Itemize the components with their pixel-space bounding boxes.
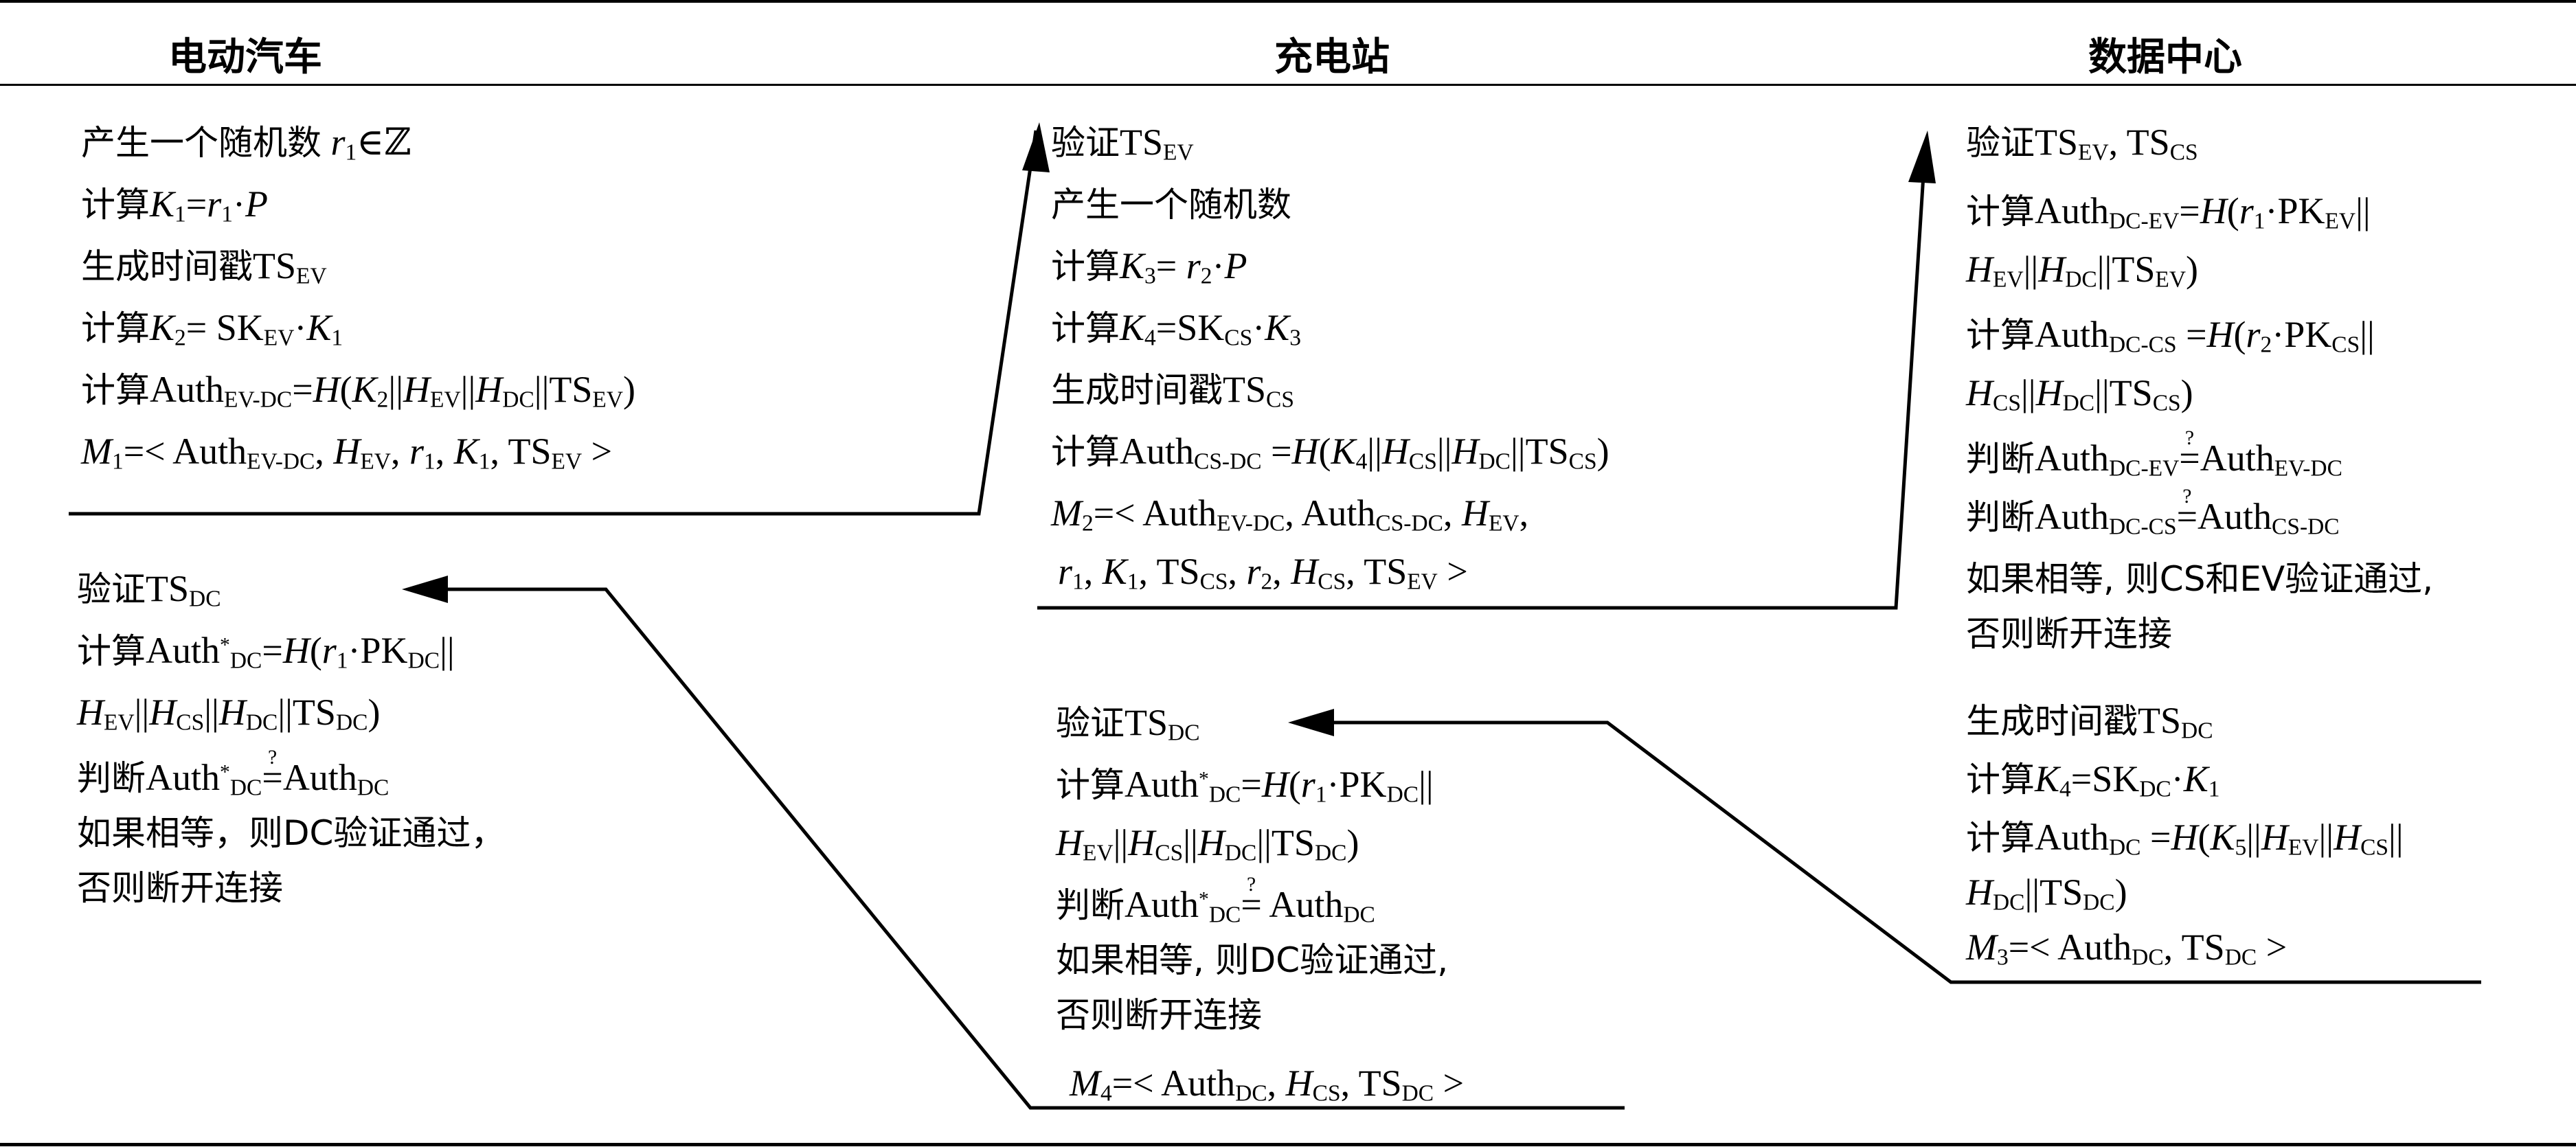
ev-step1-line1: 产生一个随机数 r1∈ℤ (81, 122, 411, 166)
dc-step2-line2: 计算K4=SKDC·K1 (1966, 758, 2220, 802)
arrow-m2-cs-to-dc (1037, 130, 1936, 610)
cs-step2-message-m4: M4=< AuthDC, HCS, TSDC > (1070, 1063, 1465, 1106)
dc-step2-line1: 生成时间戳TSDC (1966, 700, 2213, 744)
header-rule (0, 84, 2576, 86)
ev-step2-line6: 否则断开连接 (77, 868, 283, 908)
ev-step2-line1: 验证TSDC (77, 568, 221, 612)
dc-step1-line4: 计算AuthDC-CS =H(r2·PKCS|| (1966, 314, 2375, 358)
dc-step2-line4: HDC||TSDC) (1966, 872, 2127, 916)
cs-step2-line6: 否则断开连接 (1056, 995, 1262, 1035)
ev-step1-line3: 生成时间戳TSEV (81, 245, 327, 289)
dc-step2-line3: 计算AuthDC =H(K5||HEV||HCS|| (1966, 817, 2404, 861)
dc-step1-line6: 判断AuthDC-EV?=AuthEV-DC (1966, 427, 2342, 481)
arrow-m1-ev-to-cs (69, 122, 1050, 516)
cs-step2-line1: 验证TSDC (1056, 702, 1200, 746)
dc-step2-message-m3: M3=< AuthDC, TSDC > (1966, 927, 2287, 970)
cs-step1-line4: 计算K4=SKCS·K3 (1051, 307, 1301, 351)
dc-step1-line9: 否则断开连接 (1966, 614, 2172, 654)
header-dc: 数据中心 (2088, 35, 2242, 80)
cs-step1-line6: 计算AuthCS-DC =H(K4||HCS||HDC||TSCS) (1051, 431, 1609, 475)
ev-step2-line2: 计算Auth*DC=H(r1·PKDC|| (77, 630, 455, 674)
arrow-m4-cs-to-ev (402, 576, 1625, 1110)
top-rule (0, 0, 2576, 3)
ev-step2-line4: 判断Auth*DC?=AuthDC (77, 746, 389, 801)
cs-step1-line1: 验证TSEV (1051, 122, 1194, 166)
arrow-m3-dc-to-cs (1288, 709, 2481, 984)
ev-step2-line5: 如果相等，则DC验证通过， (77, 813, 506, 853)
cs-step1-line5: 生成时间戳TSCS (1051, 369, 1294, 413)
header-cs: 充电站 (1274, 35, 1390, 80)
ev-step1-line4: 计算K2= SKEV·K1 (81, 307, 343, 351)
dc-step1-line8: 如果相等, 则CS和EV验证通过, (1966, 559, 2434, 599)
ev-step1-message-m1: M1=< AuthEV-DC, HEV, r1, K1, TSEV > (81, 431, 613, 475)
cs-step1-message-m2-cont: r1, K1, TSCS, r2, HCS, TSEV > (1058, 551, 1468, 595)
dc-step1-line5: HCS||HDC||TSCS) (1966, 372, 2193, 416)
ev-step1-line5: 计算AuthEV-DC=H(K2||HEV||HDC||TSEV) (81, 369, 636, 413)
dc-step1-line2: 计算AuthDC-EV=H(r1·PKEV|| (1966, 190, 2371, 234)
cs-step1-line2: 产生一个随机数 (1051, 185, 1291, 225)
cs-step1-message-m2: M2=< AuthEV-DC, AuthCS-DC, HEV, (1051, 492, 1529, 536)
cs-step2-line5: 如果相等, 则DC验证通过, (1056, 940, 1449, 980)
bottom-rule (0, 1143, 2576, 1146)
ev-step1-line2: 计算K1=r1·P (81, 183, 268, 227)
header-ev: 电动汽车 (168, 35, 322, 80)
cs-step2-line2: 计算Auth*DC=H(r1·PKDC|| (1056, 764, 1434, 808)
dc-step1-line3: HEV||HDC||TSEV) (1966, 249, 2198, 293)
dc-step1-line7: 判断AuthDC-CS?=AuthCS-DC (1966, 485, 2340, 540)
ev-step2-line3: HEV||HCS||HDC||TSDC) (77, 692, 381, 736)
cs-step2-line3: HEV||HCS||HDC||TSDC) (1056, 822, 1359, 866)
cs-step2-line4: 判断Auth*DC?= AuthDC (1056, 873, 1375, 928)
cs-step1-line3: 计算K3= r2·P (1051, 245, 1247, 289)
dc-step1-line1: 验证TSEV, TSCS (1966, 122, 2198, 166)
